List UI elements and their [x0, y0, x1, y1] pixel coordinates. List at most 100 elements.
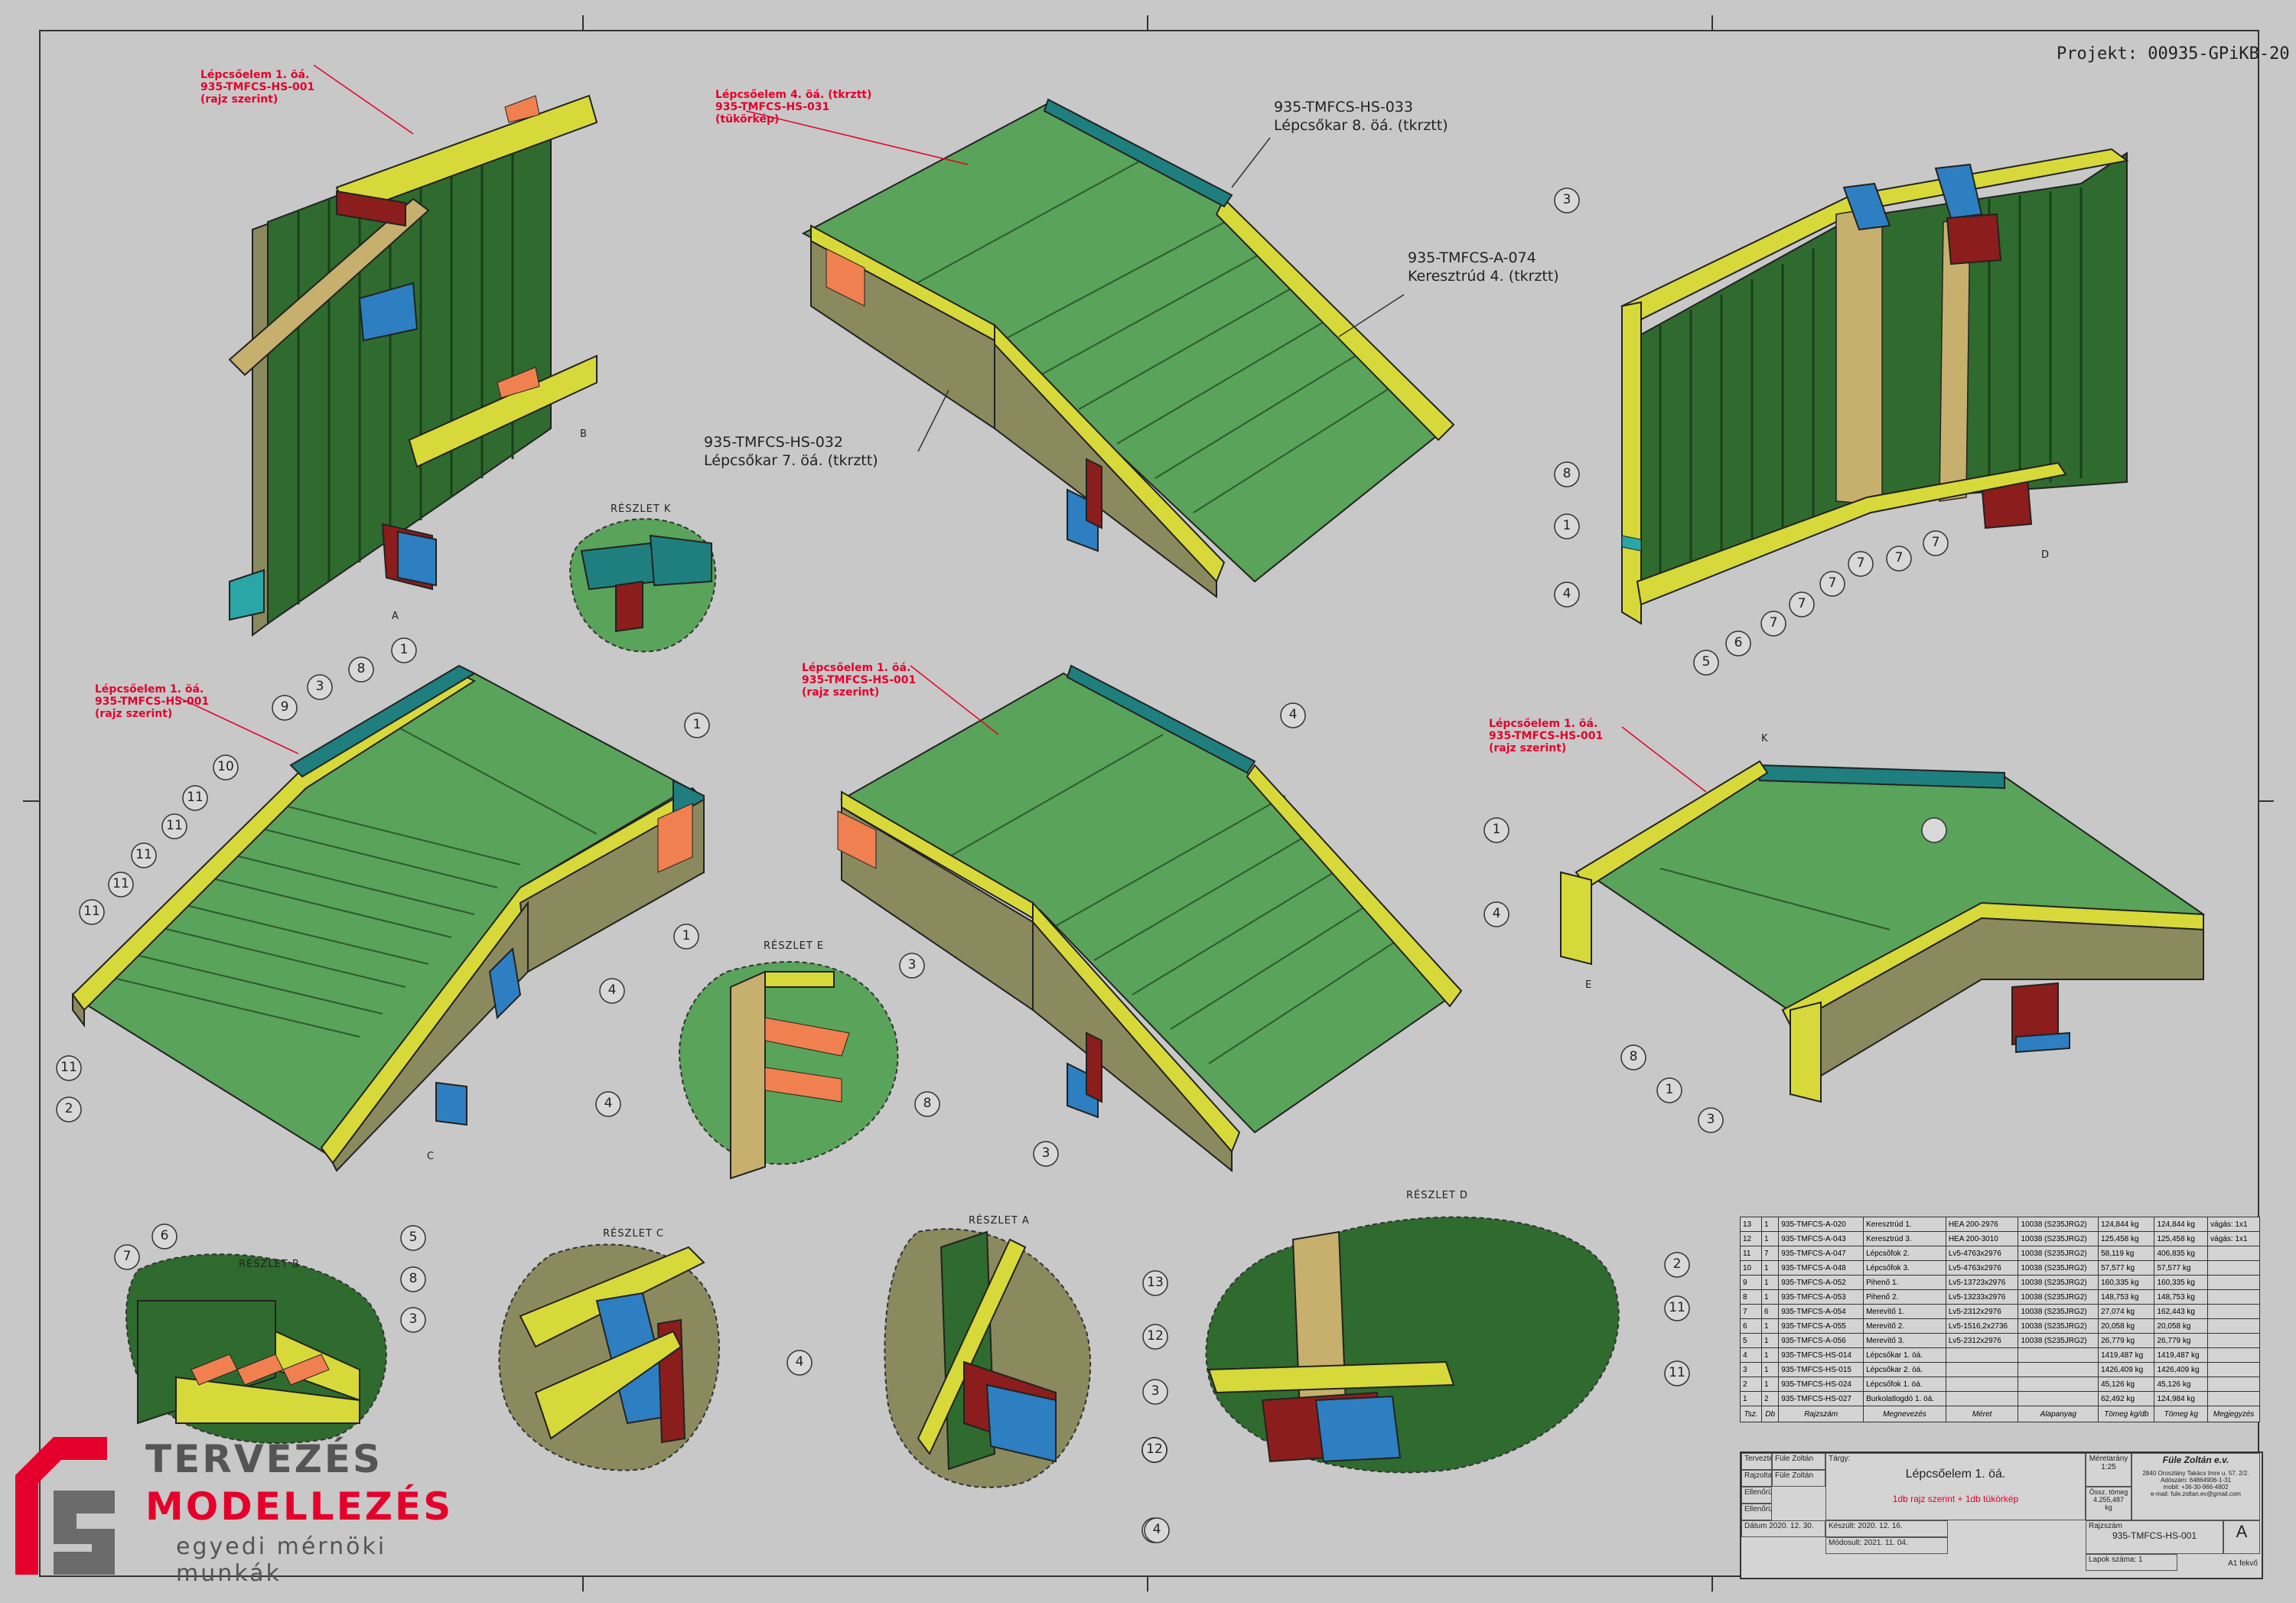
tb-scale: Méretarány 1:25 [2086, 1453, 2132, 1487]
view-letter-d: D [2041, 549, 2050, 561]
parts-table-cell [2018, 1362, 2099, 1377]
balloon-number: 7 [1931, 535, 1940, 550]
parts-table-cell [1945, 1347, 2019, 1363]
parts-table-cell [2207, 1377, 2260, 1392]
tb-paper: A1 fekvő [2228, 1559, 2258, 1568]
view-letter-b: B [580, 428, 588, 440]
parts-table-cell: 2 [1739, 1377, 1763, 1392]
tb-tervezte: Füle Zoltán [1772, 1453, 1825, 1470]
balloon-number: 10 [217, 759, 234, 774]
parts-table-cell: 13 [1739, 1217, 1763, 1232]
balloon-number: 1 [692, 717, 702, 732]
detail-b-shape [125, 1253, 387, 1445]
parts-table-cell: 406,835 kg [2154, 1246, 2209, 1261]
parts-table-cell: 1 [1761, 1347, 1780, 1363]
parts-table-cell: Lv5-2312x2976 [1945, 1304, 2019, 1319]
project-number: Projekt: 00935-GPiKB-20 [2057, 44, 2290, 64]
parts-table-cell: 160,335 kg [2098, 1275, 2155, 1290]
parts-table-cell: 62,492 kg [2098, 1391, 2155, 1406]
parts-table-cell [2207, 1289, 2260, 1305]
company-logo: TERVEZÉS MODELLEZÉS egyedi mérnöki munká… [8, 1429, 482, 1590]
parts-table-cell: 8 [1739, 1289, 1763, 1305]
parts-table-cell: 124,844 kg [2154, 1217, 2209, 1232]
parts-table-cell: Lv5-1516,2x2736 [1945, 1318, 2019, 1334]
view-letter-a: A [392, 611, 399, 622]
parts-table-header: Tsz. [1739, 1406, 1763, 1422]
callout-a-074: 935-TMFCS-A-074 Keresztrúd 4. (tkrztt) [1408, 249, 1559, 285]
tb-tervezte-label: Tervezte [1741, 1453, 1772, 1470]
detail-c-title: RÉSZLET C [603, 1228, 665, 1240]
balloon-number: 7 [1797, 596, 1806, 611]
parts-table-cell: Lv5-4763x2976 [1945, 1260, 2019, 1276]
parts-table-cell: Lépcsőfok 2. [1863, 1246, 1946, 1261]
logo-mark-icon [15, 1437, 115, 1575]
parts-table-header: Méret [1945, 1406, 2019, 1422]
balloon-number: 11 [112, 876, 129, 891]
parts-table-cell: Pihenő 1. [1863, 1275, 1946, 1290]
balloon-number: 11 [135, 847, 152, 862]
parts-table-cell [2207, 1275, 2260, 1290]
tb-datum: Dátum 2020. 12. 30. [1741, 1520, 1825, 1537]
parts-table-cell: Merevítő 1. [1863, 1304, 1946, 1319]
parts-table-cell: 1419,487 kg [2098, 1347, 2155, 1363]
view-middle-right [1560, 726, 2206, 1103]
parts-table-cell: Keresztrúd 1. [1863, 1217, 1946, 1232]
tb-modositas: Módosult: 2021. 11. 04. [1825, 1537, 1948, 1554]
parts-table-cell: 58,119 kg [2098, 1246, 2155, 1261]
tb-meretarany-label: Méretarány [2089, 1455, 2128, 1463]
parts-table-cell: Lépcsőkar 1. öá. [1863, 1347, 1946, 1363]
parts-table-cell: 20,058 kg [2154, 1318, 2209, 1334]
balloon-number: 8 [409, 1271, 418, 1286]
tb-lapok-label: Lapok száma: [2089, 1556, 2137, 1564]
tb-meretarany: 1:25 [2101, 1463, 2116, 1471]
logo-text-line2: MODELLEZÉS [145, 1484, 454, 1529]
parts-table-cell: Keresztrúd 3. [1863, 1231, 1946, 1246]
parts-table-cell: 5 [1739, 1333, 1763, 1348]
parts-table-cell: Lépcsőkar 2. öá. [1863, 1362, 1946, 1377]
tb-keszult: Készült: 2020. 12. 16. [1825, 1520, 1948, 1537]
tb-datum-value: 2020. 12. 30. [1769, 1522, 1814, 1530]
view-top-center [745, 98, 1455, 599]
balloon-number: 13 [1147, 1275, 1164, 1290]
parts-table-cell: 6 [1739, 1318, 1763, 1334]
view-letter-c: C [427, 1151, 435, 1162]
tb-company: Füle Zoltán e.v. [2162, 1455, 2229, 1465]
parts-table-cell [2207, 1318, 2260, 1334]
view-letter-k: K [1761, 733, 1769, 744]
logo-text-line1: TERVEZÉS [145, 1437, 383, 1481]
parts-table-header: Megnevezés [1863, 1406, 1946, 1422]
balloon-number: 6 [1734, 635, 1743, 650]
parts-table-cell: Lv5-2312x2976 [1945, 1333, 2019, 1348]
tb-rajzolta: Füle Zoltán [1772, 1470, 1825, 1487]
parts-table-cell: 935-TMFCS-HS-024 [1778, 1377, 1864, 1392]
tb-ossz-tomeg: 4.255,487 kg [2092, 1496, 2125, 1511]
parts-table-cell: 10038 (S235JRG2) [2018, 1275, 2099, 1290]
tb-rajzszam-box: Rajzszám 935-TMFCS-HS-001 [2086, 1520, 2223, 1554]
detail-k-title: RÉSZLET K [611, 503, 672, 515]
parts-table-header: Alapanyag [2018, 1406, 2099, 1422]
parts-table-cell [2207, 1260, 2260, 1276]
parts-table-cell: 4 [1739, 1347, 1763, 1363]
parts-table-cell: 1 [1761, 1318, 1780, 1334]
balloon-number: 3 [1151, 1383, 1160, 1399]
note-top-left: Lépcsőelem 1. öá. 935-TMFCS-HS-001 (rajz… [200, 69, 315, 106]
balloon-number: 4 [1152, 1522, 1161, 1537]
balloon-number: 3 [1706, 1112, 1715, 1127]
parts-table-cell: Lépcsőfok 1. öá. [1863, 1377, 1946, 1392]
parts-table-cell [1945, 1362, 2019, 1377]
view-middle-left [71, 664, 705, 1172]
balloon-number: 3 [409, 1311, 418, 1327]
parts-table-cell: 1426,409 kg [2098, 1362, 2155, 1377]
parts-table-cell: 1419,487 kg [2154, 1347, 2209, 1363]
parts-table-cell [1945, 1377, 2019, 1392]
sheet-frame [39, 30, 2259, 1577]
parts-table-cell: 12 [1739, 1231, 1763, 1246]
parts-table-cell: 10 [1739, 1260, 1763, 1276]
parts-table-cell: Merevítő 2. [1863, 1318, 1946, 1334]
balloon-number: 8 [1562, 466, 1571, 481]
